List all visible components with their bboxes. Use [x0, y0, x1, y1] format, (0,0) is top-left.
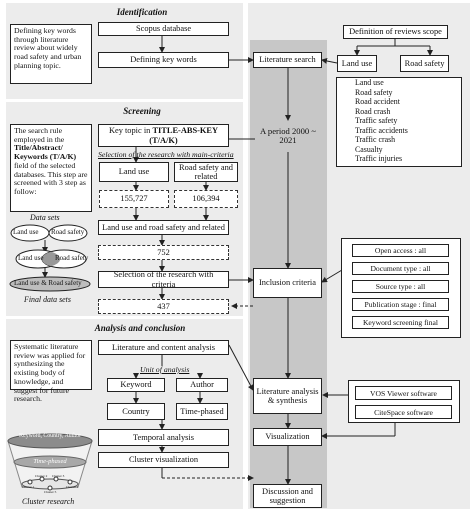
- keyword-box: Keyword: [107, 378, 165, 392]
- screening-note-suffix: field of the selected databases. This st…: [14, 160, 88, 197]
- venn-land-use: Land use: [13, 228, 39, 236]
- land-use-box: Land use: [99, 162, 169, 182]
- screening-title: Screening: [123, 106, 161, 116]
- literature-synthesis-box: Literature analysis & synthesis: [253, 378, 322, 414]
- scope-road-safety-box: Road safety: [400, 55, 449, 72]
- criteria-item-3: Publication stage : final: [352, 298, 449, 311]
- identification-title: Identification: [116, 7, 168, 17]
- screening-note: The search rule employed in the Title/Ab…: [10, 124, 92, 212]
- funnel-mid-label: Time-phased: [33, 458, 67, 465]
- scope-keyword-1: Road safety: [355, 87, 393, 97]
- scope-keyword-0: Land use: [355, 78, 384, 87]
- scopus-database-box: Scopus database: [98, 22, 229, 36]
- funnel-cluster-1: Cluster 1: [22, 485, 35, 489]
- software-item-0: VOS Viewer software: [355, 386, 452, 400]
- data-sets-label: Data sets: [30, 213, 60, 222]
- criteria-item-4: Keyword screening final: [352, 316, 449, 329]
- road-safety-related-box: Road safety and related: [174, 162, 238, 182]
- key-topic-box: Key topic in TITLE-ABS-KEY (T/A/K): [98, 124, 229, 147]
- cluster-visualization-box: Cluster visualization: [98, 452, 229, 468]
- selection-criteria-box: Selection of the research with criteria: [98, 270, 229, 289]
- scope-keyword-2: Road accident: [355, 97, 400, 106]
- scope-keyword-5: Traffic accidents: [355, 125, 408, 135]
- funnel-cluster-5: Cluster 5: [44, 490, 57, 494]
- count-combined: 752: [98, 245, 229, 260]
- key-topic-suffix: (T/A/K): [149, 135, 178, 145]
- temporal-analysis-box: Temporal analysis: [98, 429, 229, 446]
- criteria-item-1: Document type : all: [352, 262, 449, 275]
- defining-keywords-box: Defining key words: [98, 52, 229, 68]
- discussion-box: Discussion and suggestion: [253, 484, 322, 508]
- funnel-cluster-3: Cluster 3: [52, 474, 65, 478]
- count-road-safety: 106,394: [174, 190, 238, 208]
- scope-land-use-box: Land use: [337, 55, 377, 72]
- literature-search-box: Literature search: [253, 52, 322, 68]
- funnel-cluster-2: Cluster 2: [35, 474, 48, 478]
- definition-scope-box: Definition of reviews scope: [343, 25, 448, 39]
- literature-content-box: Literature and content analysis: [98, 340, 229, 355]
- screening-note-bold: Title/Abstract/ Keywords (T/A/K): [14, 143, 77, 162]
- venn-road-safety: Road safety: [51, 228, 85, 236]
- period-box: A period 2000 ~ 2021: [260, 125, 316, 145]
- author-box: Author: [176, 378, 228, 392]
- funnel-top-label: Keyword, Country, Author: [18, 433, 82, 439]
- inclusion-criteria-box: Inclusion criteria: [253, 268, 322, 298]
- count-final: 437: [98, 299, 229, 314]
- country-box: Country: [107, 403, 165, 420]
- venn-land-use-2: Land use: [18, 254, 44, 262]
- screening-note-prefix: The search rule employed in the: [14, 126, 65, 144]
- venn-road-safety-2: Road safety: [55, 254, 89, 262]
- key-topic-bold: TITLE-ABS-KEY: [152, 126, 219, 136]
- scope-keyword-7: Casualty: [355, 144, 383, 154]
- visualization-box: Visualization: [253, 428, 322, 446]
- software-item-1: CiteSpace software: [355, 405, 452, 419]
- scope-keyword-8: Traffic injuries: [355, 154, 403, 163]
- analysis-title: Analysis and conclusion: [94, 323, 186, 333]
- cluster-research-label: Cluster research: [22, 497, 75, 506]
- unit-of-analysis-label: Unit of analysis: [140, 365, 190, 374]
- count-land-use: 155,727: [99, 190, 169, 208]
- key-topic-prefix: Key topic in: [108, 126, 153, 136]
- criteria-item-2: Source type : all: [352, 280, 449, 293]
- criteria-item-0: Open access : all: [352, 244, 449, 257]
- selection-main-criteria-label: Selection of the research with main-crit…: [98, 150, 234, 159]
- scope-keyword-6: Traffic crash: [355, 135, 396, 144]
- identification-note: Defining key words through literature re…: [10, 24, 92, 84]
- scope-keyword-list: [336, 77, 462, 167]
- scope-keyword-4: Traffic safety: [355, 116, 398, 125]
- scope-keyword-3: Road crash: [355, 106, 391, 116]
- final-pill-label: Land use & Road safety: [14, 279, 82, 287]
- analysis-note: Systematic literature review was applied…: [10, 340, 92, 403]
- final-data-sets-label: Final data sets: [24, 295, 71, 304]
- combined-box: Land use and road safety and related: [98, 220, 229, 235]
- time-phased-box: Time-phased: [176, 403, 228, 420]
- funnel-cluster-4: Cluster 4: [66, 485, 79, 489]
